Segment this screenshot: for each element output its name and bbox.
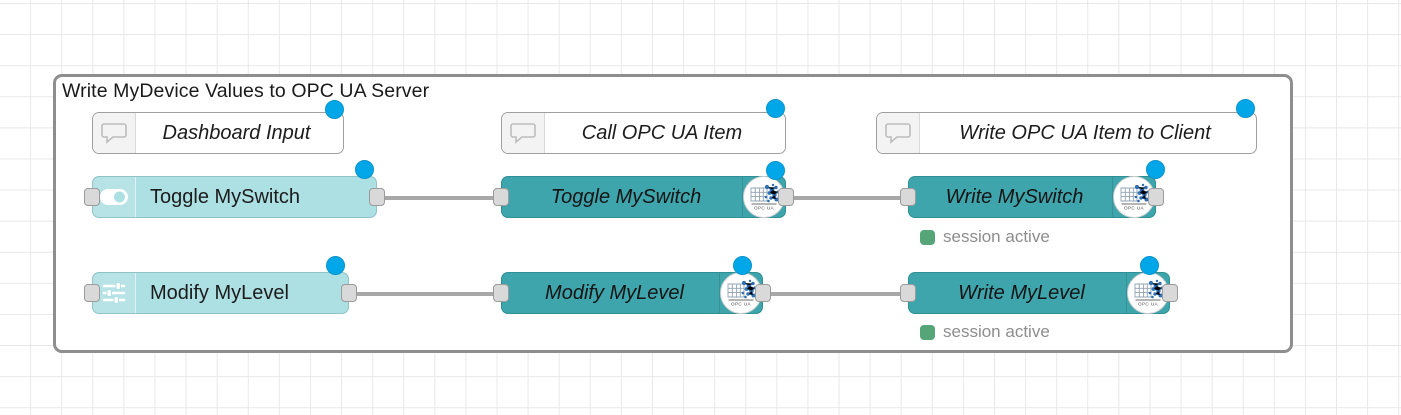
node-toggle-myswitch-call[interactable]: Toggle MySwitch [493,176,794,218]
selection-handle-toggle-call[interactable] [766,161,785,180]
comment-icon [93,113,136,153]
node-label: Modify MyLevel [545,281,684,304]
group-title: Write MyDevice Values to OPC UA Server [62,80,430,102]
status-text: session active [943,227,1050,246]
opc-ua-logo: OPC UA [720,272,762,314]
selection-handle-comment-1[interactable] [766,99,785,118]
input-port[interactable] [493,188,509,206]
output-port[interactable] [341,284,357,302]
svg-text:OPC UA: OPC UA [754,206,775,211]
selection-handle-comment-0[interactable] [325,100,344,119]
output-port[interactable] [778,188,794,206]
comment-node-write-opc-ua-item-to-client[interactable]: Write OPC UA Item to Client [876,112,1257,154]
input-port[interactable] [900,188,916,206]
output-port[interactable] [369,188,385,206]
input-port[interactable] [84,284,100,302]
svg-text:OPC UA: OPC UA [1138,302,1159,307]
input-port[interactable] [900,284,916,302]
selection-handle-write-mylevel[interactable] [1140,256,1159,275]
status-write-myswitch: session active [920,227,1050,247]
selection-handle-modify-call[interactable] [733,256,752,275]
selection-handle-write-myswitch[interactable] [1146,160,1165,179]
comment-label: Call OPC UA Item [581,121,743,144]
comment-node-dashboard-input[interactable]: Dashboard Input [92,112,344,154]
sliders-icon [93,273,136,313]
svg-text:OPC UA: OPC UA [1124,206,1145,211]
output-port[interactable] [755,284,771,302]
status-write-mylevel: session active [920,322,1050,342]
comment-node-call-opc-ua-item[interactable]: Call OPC UA Item [501,112,786,154]
comment-icon [877,113,920,153]
comment-label: Dashboard Input [162,121,311,144]
node-modify-mylevel-input[interactable]: Modify MyLevel [84,272,357,314]
output-port[interactable] [1162,284,1178,302]
node-modify-mylevel-call[interactable]: Modify MyLevel [493,272,771,314]
wire-switch-input-to-call[interactable] [368,196,500,200]
node-write-myswitch[interactable]: Write MySwitch [900,176,1164,218]
selection-handle-modify-input[interactable] [326,256,345,275]
selection-handle-comment-2[interactable] [1236,99,1255,118]
wire-level-call-to-write[interactable] [746,292,908,296]
wire-level-input-to-call[interactable] [340,292,502,296]
comment-label: Write OPC UA Item to Client [959,121,1211,144]
svg-text:OPC UA: OPC UA [731,302,752,307]
toggle-switch-icon [93,177,136,217]
output-port[interactable] [1148,188,1164,206]
node-label: Toggle MySwitch [550,185,702,208]
input-port[interactable] [493,284,509,302]
selection-handle-toggle-input[interactable] [355,160,374,179]
status-dot [920,229,935,245]
status-dot [920,324,935,340]
node-label: Write MySwitch [945,185,1084,208]
opc-ua-logo-icon: OPC UA [719,272,762,314]
node-label: Toggle MySwitch [150,185,301,208]
wire-switch-call-to-write[interactable] [768,196,908,200]
node-label: Write MyLevel [958,281,1085,304]
comment-icon [502,113,545,153]
node-write-mylevel[interactable]: Write MyLevel [900,272,1178,314]
status-text: session active [943,322,1050,341]
node-label: Modify MyLevel [150,281,289,304]
node-toggle-myswitch-input[interactable]: Toggle MySwitch [84,176,385,218]
input-port[interactable] [84,188,100,206]
